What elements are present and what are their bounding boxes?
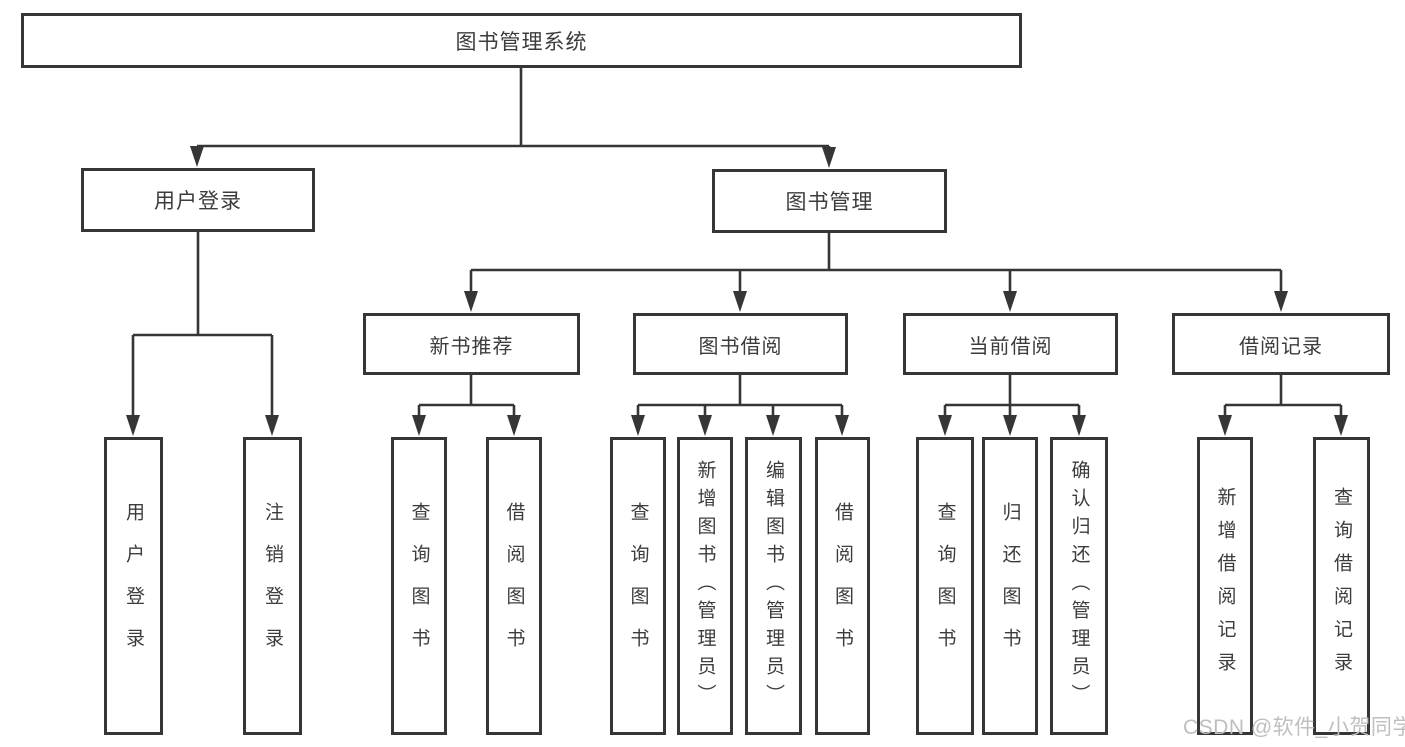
- node-new-book-recommend: 新书推荐: [363, 313, 580, 375]
- node-book-borrow-label: 图书借阅: [698, 335, 783, 358]
- leaf-rec-query-books-label: 查询图书: [408, 502, 430, 670]
- leaf-current-confirm-return-admin-label: 确认归还（管理员）: [1068, 460, 1090, 712]
- node-current-borrow-label: 当前借阅: [968, 335, 1053, 358]
- leaf-borrow-query-books: 查询图书: [610, 437, 666, 735]
- leaf-records-add-record: 新增借阅记录: [1197, 437, 1253, 735]
- node-root-label: 图书管理系统: [455, 30, 588, 54]
- leaf-current-query-books-label: 查询图书: [934, 502, 956, 670]
- leaf-current-return-books: 归还图书: [982, 437, 1038, 735]
- leaf-borrow-edit-books-admin-label: 编辑图书（管理员）: [763, 460, 784, 712]
- watermark: CSDN @软件_小贺同学: [1183, 716, 1405, 739]
- node-user-login: 用户登录: [81, 168, 315, 232]
- leaf-rec-borrow-books: 借阅图书: [486, 437, 542, 735]
- node-book-borrow: 图书借阅: [633, 313, 848, 375]
- node-book-management: 图书管理: [712, 169, 947, 233]
- node-current-borrow: 当前借阅: [903, 313, 1118, 375]
- leaf-rec-borrow-books-label: 借阅图书: [503, 502, 525, 670]
- node-book-management-label: 图书管理: [785, 191, 874, 214]
- leaf-current-query-books: 查询图书: [916, 437, 974, 735]
- leaf-current-return-books-label: 归还图书: [999, 502, 1021, 670]
- leaf-rec-query-books: 查询图书: [391, 437, 447, 735]
- leaf-borrow-borrow-books-label: 借阅图书: [832, 502, 853, 670]
- leaf-borrow-borrow-books: 借阅图书: [815, 437, 870, 735]
- node-borrow-records-label: 借阅记录: [1239, 335, 1323, 358]
- leaf-borrow-edit-books-admin: 编辑图书（管理员）: [745, 437, 802, 735]
- node-borrow-records: 借阅记录: [1172, 313, 1390, 375]
- leaf-user-login: 用户登录: [104, 437, 163, 735]
- leaf-borrow-add-books-admin: 新增图书（管理员）: [677, 437, 733, 735]
- leaf-borrow-add-books-admin-label: 新增图书（管理员）: [694, 460, 716, 712]
- node-user-login-label: 用户登录: [154, 190, 242, 213]
- leaf-records-add-record-label: 新增借阅记录: [1214, 487, 1236, 685]
- leaf-current-confirm-return-admin: 确认归还（管理员）: [1050, 437, 1108, 735]
- leaf-user-login-label: 用户登录: [123, 502, 144, 670]
- node-root: 图书管理系统: [21, 13, 1022, 68]
- leaf-borrow-query-books-label: 查询图书: [627, 502, 649, 670]
- leaf-logout: 注销登录: [243, 437, 302, 735]
- leaf-records-query-record: 查询借阅记录: [1313, 437, 1370, 735]
- node-new-book-recommend-label: 新书推荐: [429, 335, 514, 358]
- leaf-records-query-record-label: 查询借阅记录: [1331, 487, 1352, 685]
- leaf-logout-label: 注销登录: [262, 502, 283, 670]
